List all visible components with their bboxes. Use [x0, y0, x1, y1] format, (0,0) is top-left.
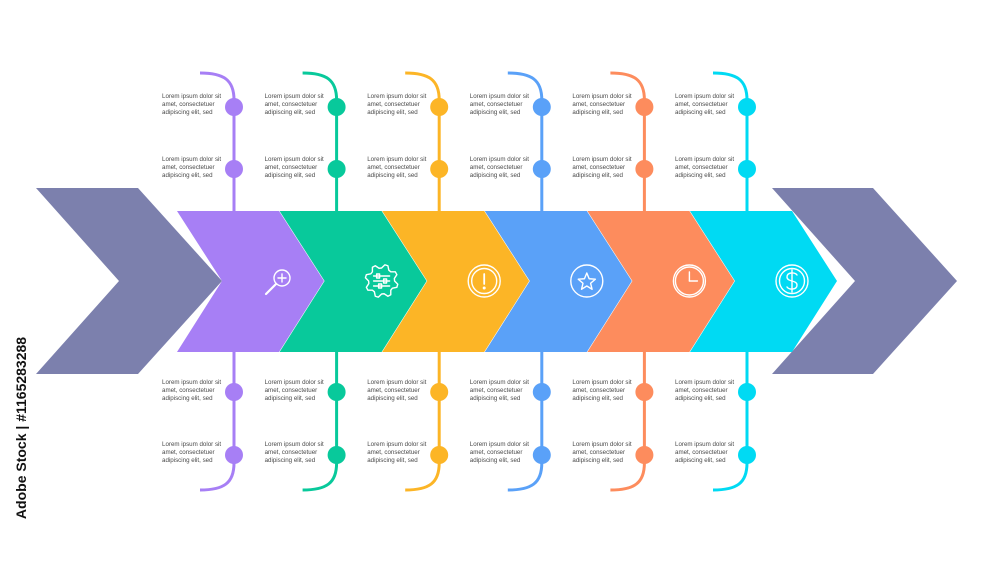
watermark-text: Adobe Stock | #1165283288	[13, 336, 29, 520]
connector-bottom-6	[712, 352, 749, 492]
step-1-text-2: Lorem ipsum dolor sit amet, consectetuer…	[162, 156, 222, 179]
step-6-text-3: Lorem ipsum dolor sit amet, consectetuer…	[675, 379, 735, 402]
dollar-icon	[775, 264, 809, 298]
connector-dot	[430, 383, 449, 401]
step-1-text-1: Lorem ipsum dolor sit amet, consectetuer…	[162, 93, 222, 116]
connector-dot	[738, 446, 756, 464]
connector-dot	[635, 160, 654, 178]
stock-watermark: Adobe Stock | #1165283288	[12, 318, 30, 538]
connector-dot	[635, 383, 654, 401]
step-3-text-3: Lorem ipsum dolor sit amet, consectetuer…	[367, 379, 427, 402]
step-5-text-3: Lorem ipsum dolor sit amet, consectetuer…	[572, 379, 632, 402]
connector-bottom-4	[507, 352, 544, 492]
connector-dot	[225, 383, 243, 401]
step-arrow-1	[177, 211, 324, 352]
step-5-text-2: Lorem ipsum dolor sit amet, consectetuer…	[572, 156, 632, 179]
connector-bottom-2	[302, 352, 339, 492]
connector-dot	[532, 98, 551, 116]
step-3-text-4: Lorem ipsum dolor sit amet, consectetuer…	[367, 441, 427, 464]
connector-dot	[430, 446, 449, 464]
connector-dot	[327, 98, 346, 116]
connector-dot	[738, 383, 756, 401]
connector-dot	[225, 446, 243, 464]
gear-sliders-icon	[364, 264, 399, 298]
star-icon	[570, 264, 604, 298]
step-arrow-6	[690, 211, 837, 352]
step-2-text-2: Lorem ipsum dolor sit amet, consectetuer…	[264, 156, 324, 179]
step-4-text-4: Lorem ipsum dolor sit amet, consectetuer…	[469, 441, 529, 464]
step-arrows	[177, 211, 837, 352]
step-4-text-1: Lorem ipsum dolor sit amet, consectetuer…	[469, 93, 529, 116]
connector-bottom-5	[610, 352, 646, 492]
step-2-text-4: Lorem ipsum dolor sit amet, consectetuer…	[264, 441, 324, 464]
step-arrow-5	[587, 211, 735, 352]
step-2-text-1: Lorem ipsum dolor sit amet, consectetuer…	[264, 93, 324, 116]
magnifier-plus-icon	[264, 269, 291, 296]
connector-dot	[225, 98, 243, 116]
connector-dot	[327, 446, 346, 464]
exclamation-icon	[467, 264, 501, 298]
connector-dot	[430, 160, 449, 178]
end-arrow	[772, 188, 957, 374]
connector-dot	[738, 160, 756, 178]
connector-dot	[225, 160, 243, 178]
step-6-text-2: Lorem ipsum dolor sit amet, consectetuer…	[675, 156, 735, 179]
connector-bottom-3	[405, 352, 441, 492]
connector-dot	[430, 98, 449, 116]
connector-dot	[327, 383, 346, 401]
connector-dot	[532, 446, 551, 464]
step-4-text-2: Lorem ipsum dolor sit amet, consectetuer…	[469, 156, 529, 179]
start-arrow	[36, 188, 222, 374]
clock-icon	[672, 264, 707, 298]
connector-dot	[635, 98, 654, 116]
connector-dot	[532, 160, 551, 178]
step-arrow-4	[484, 211, 632, 352]
step-5-text-1: Lorem ipsum dolor sit amet, consectetuer…	[572, 93, 632, 116]
step-3-text-2: Lorem ipsum dolor sit amet, consectetuer…	[367, 156, 427, 179]
step-3-text-1: Lorem ipsum dolor sit amet, consectetuer…	[367, 93, 427, 116]
step-arrow-3	[382, 211, 530, 352]
step-5-text-4: Lorem ipsum dolor sit amet, consectetuer…	[572, 441, 632, 464]
connector-bottom-1	[199, 352, 236, 492]
step-6-text-1: Lorem ipsum dolor sit amet, consectetuer…	[675, 93, 735, 116]
connector-lines	[199, 71, 756, 492]
step-1-text-4: Lorem ipsum dolor sit amet, consectetuer…	[162, 441, 222, 464]
step-6-text-4: Lorem ipsum dolor sit amet, consectetuer…	[675, 441, 735, 464]
step-1-text-3: Lorem ipsum dolor sit amet, consectetuer…	[162, 379, 222, 402]
step-4-text-3: Lorem ipsum dolor sit amet, consectetuer…	[469, 379, 529, 402]
step-arrow-2	[279, 211, 427, 352]
connector-dot	[738, 98, 756, 116]
step-2-text-3: Lorem ipsum dolor sit amet, consectetuer…	[264, 379, 324, 402]
connector-dot	[635, 446, 654, 464]
connector-dot	[327, 160, 346, 178]
connector-dot	[532, 383, 551, 401]
